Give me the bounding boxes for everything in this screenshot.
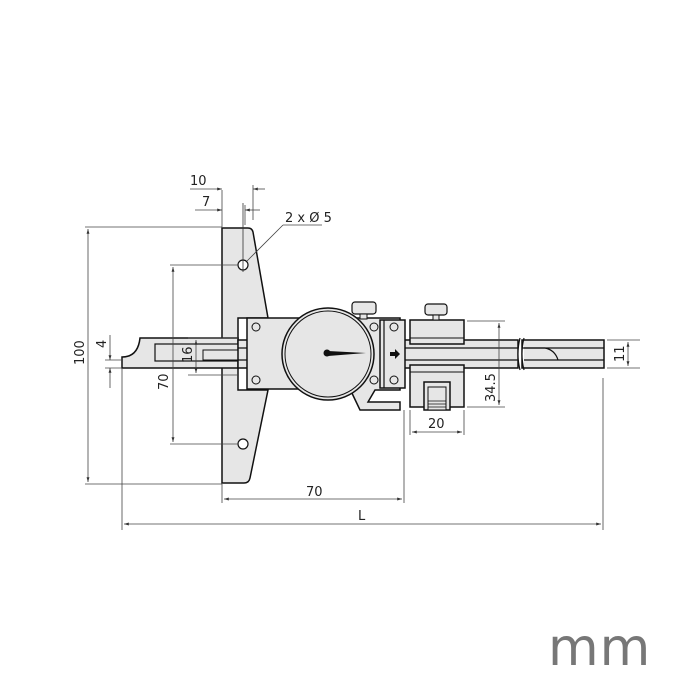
dim-20: 20 (428, 417, 445, 432)
dim-70-vertical: 70 (157, 373, 172, 390)
dim-16: 16 (181, 346, 196, 363)
unit-label: mm (548, 618, 652, 678)
dim-L: L (358, 509, 366, 524)
body-screws (251, 322, 399, 385)
dim-70-horizontal: 70 (306, 485, 323, 500)
clamp-top (409, 319, 465, 345)
clamp-knob (424, 303, 448, 316)
dim-4: 4 (95, 340, 110, 348)
gauge-base (221, 227, 269, 484)
dial-lock-knob (351, 301, 377, 315)
direction-arrow-icon (390, 349, 400, 359)
dim-10: 10 (190, 174, 207, 189)
dial-needle (328, 351, 366, 356)
dim-7: 7 (202, 195, 210, 210)
dim-holes: 2 x Ø 5 (285, 211, 332, 226)
dim-11: 11 (613, 345, 628, 362)
dim-34-5: 34.5 (484, 373, 499, 402)
dim-100: 100 (73, 340, 88, 365)
